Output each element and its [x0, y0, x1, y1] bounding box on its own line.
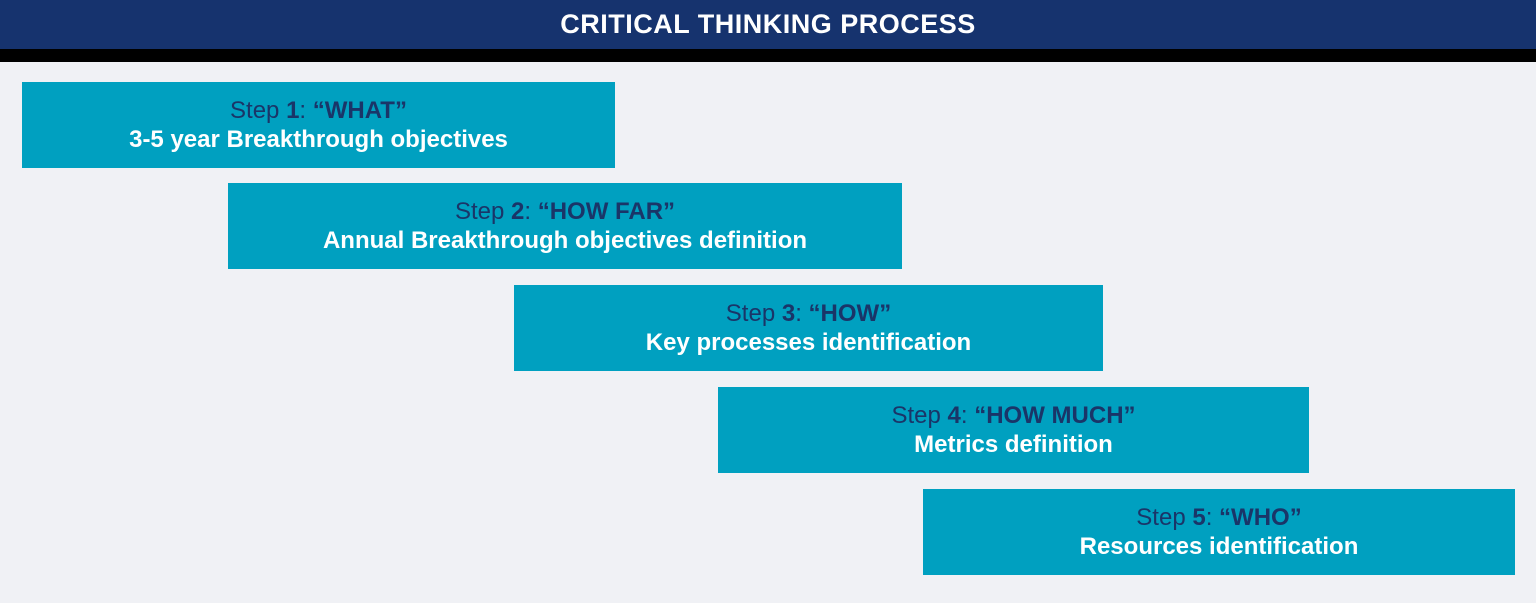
step-colon: :: [795, 300, 802, 327]
step-word: Step: [725, 300, 776, 327]
step-keyword: “WHAT”: [312, 97, 407, 124]
step-number: 5: [1192, 504, 1206, 531]
step-1-box: Step 1: “WHAT” 3-5 year Breakthrough obj…: [22, 82, 615, 168]
step-3-title: Step 3: “HOW”: [726, 299, 891, 328]
step-2-title: Step 2: “HOW FAR”: [455, 197, 675, 226]
step-keyword: “HOW MUCH”: [974, 402, 1136, 429]
step-3-box: Step 3: “HOW” Key processes identificati…: [514, 285, 1103, 371]
step-2-description: Annual Breakthrough objectives definitio…: [322, 227, 808, 254]
step-colon: :: [299, 97, 307, 124]
divider-strip: [0, 49, 1536, 62]
header-bar: CRITICAL THINKING PROCESS: [0, 0, 1536, 49]
step-5-box: Step 5: “WHO” Resources identification: [923, 489, 1515, 575]
step-number: 4: [947, 402, 961, 429]
step-keyword: “WHO”: [1219, 504, 1302, 531]
step-keyword: “HOW FAR”: [537, 198, 676, 225]
step-word: Step: [230, 97, 280, 124]
step-word: Step: [1136, 504, 1186, 531]
step-word: Step: [891, 402, 941, 429]
step-number: 3: [781, 300, 796, 327]
step-colon: :: [1205, 504, 1213, 531]
step-4-box: Step 4: “HOW MUCH” Metrics definition: [718, 387, 1309, 473]
step-5-title: Step 5: “WHO”: [1136, 503, 1301, 532]
step-3-description: Key processes identification: [645, 329, 972, 356]
step-2-box: Step 2: “HOW FAR” Annual Breakthrough ob…: [228, 183, 902, 269]
step-colon: :: [524, 198, 532, 225]
step-word: Step: [454, 198, 505, 225]
step-1-title: Step 1: “WHAT”: [230, 96, 407, 125]
step-number: 2: [511, 198, 525, 225]
step-colon: :: [960, 402, 968, 429]
step-4-title: Step 4: “HOW MUCH”: [891, 401, 1135, 430]
step-keyword: “HOW”: [808, 300, 892, 327]
step-4-description: Metrics definition: [914, 431, 1113, 458]
step-5-description: Resources identification: [1079, 533, 1359, 560]
step-1-description: 3-5 year Breakthrough objectives: [129, 126, 508, 153]
step-number: 1: [286, 97, 300, 124]
page-title: CRITICAL THINKING PROCESS: [560, 9, 976, 39]
